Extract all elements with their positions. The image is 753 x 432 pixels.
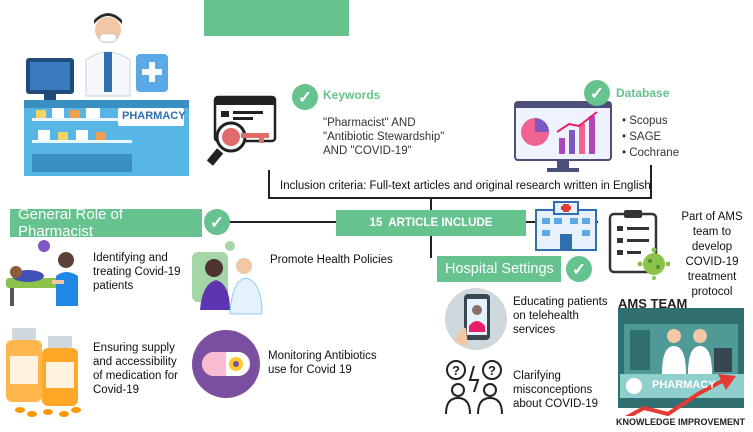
article-include-label: 15 ARTICLE INCLUDE (369, 217, 493, 229)
analytics-monitor-icon (513, 98, 613, 176)
hospital-item-misconceptions: Clarifying misconceptions about COVID-19 (513, 370, 599, 410)
ams-team-pharmacy-icon: AMS TEAM PHARMACY KNOWLEDGE IMPROVEMENT (614, 294, 748, 430)
general-role-banner: General Role of Pharmacist (10, 206, 202, 240)
role-item-identifying: Identifying and treating Covid-19 patien… (93, 252, 181, 292)
patient-care-icon (4, 240, 88, 310)
hospital-settings-banner: Hospital Settings (437, 256, 561, 282)
medicine-bottles-icon (4, 326, 84, 420)
hospital-icon (532, 200, 600, 252)
role-item-promote-health: Promote Health Policies (270, 254, 393, 266)
database-item: • Cochrane (622, 147, 680, 159)
keywords-title: Keywords (323, 88, 381, 102)
knowledge-improvement-label: KNOWLEDGE IMPROVEMENT (616, 417, 746, 427)
hospital-settings-check-icon: ✓ (566, 256, 592, 282)
antibiotic-pill-icon (190, 328, 262, 400)
clipboard-virus-icon (608, 210, 670, 280)
ams-pharmacy-label: PHARMACY (652, 379, 716, 391)
role-item-supply: Ensuring supply and accessibility of med… (93, 342, 179, 396)
pharmacist-icon: PHARMACY (24, 6, 189, 178)
pharmacy-sign-label: PHARMACY (122, 110, 186, 122)
telehealth-phone-icon (444, 286, 508, 352)
database-check-icon: ✓ (584, 80, 610, 106)
connector-vertical-right (650, 165, 652, 198)
general-role-title: General Role of Pharmacist (18, 206, 124, 240)
connector-vertical-left (268, 170, 270, 198)
hospital-settings-title: Hospital Settings (445, 261, 554, 277)
header-banner (204, 0, 349, 36)
database-title: Database (616, 86, 670, 100)
database-item: • Scopus (622, 115, 668, 127)
hospital-item-telehealth: Educating patients on telehealth service… (513, 296, 608, 336)
svg-text:?: ? (452, 363, 460, 378)
keywords-check-icon: ✓ (292, 84, 318, 110)
article-include-banner: 15 ARTICLE INCLUDE (336, 210, 526, 236)
ams-text: Part of AMS team to develop COVID-19 tre… (681, 211, 743, 298)
keywords-text: "Pharmacist" AND "Antibiotic Stewardship… (323, 117, 445, 157)
ams-team-label: AMS TEAM (618, 296, 688, 311)
connector-horizontal-inclusion (268, 197, 652, 199)
search-key-icon (205, 95, 279, 167)
health-policy-icon (190, 240, 264, 316)
role-item-monitoring: Monitoring Antibiotics use for Covid 19 (268, 350, 377, 376)
misconception-people-icon: ? ? (444, 360, 506, 416)
database-list: • Scopus • SAGE • Cochrane (622, 113, 679, 161)
general-role-check-icon: ✓ (204, 209, 230, 235)
svg-text:?: ? (488, 363, 496, 378)
database-item: • SAGE (622, 131, 662, 143)
inclusion-criteria-text: Inclusion criteria: Full-text articles a… (280, 180, 651, 192)
